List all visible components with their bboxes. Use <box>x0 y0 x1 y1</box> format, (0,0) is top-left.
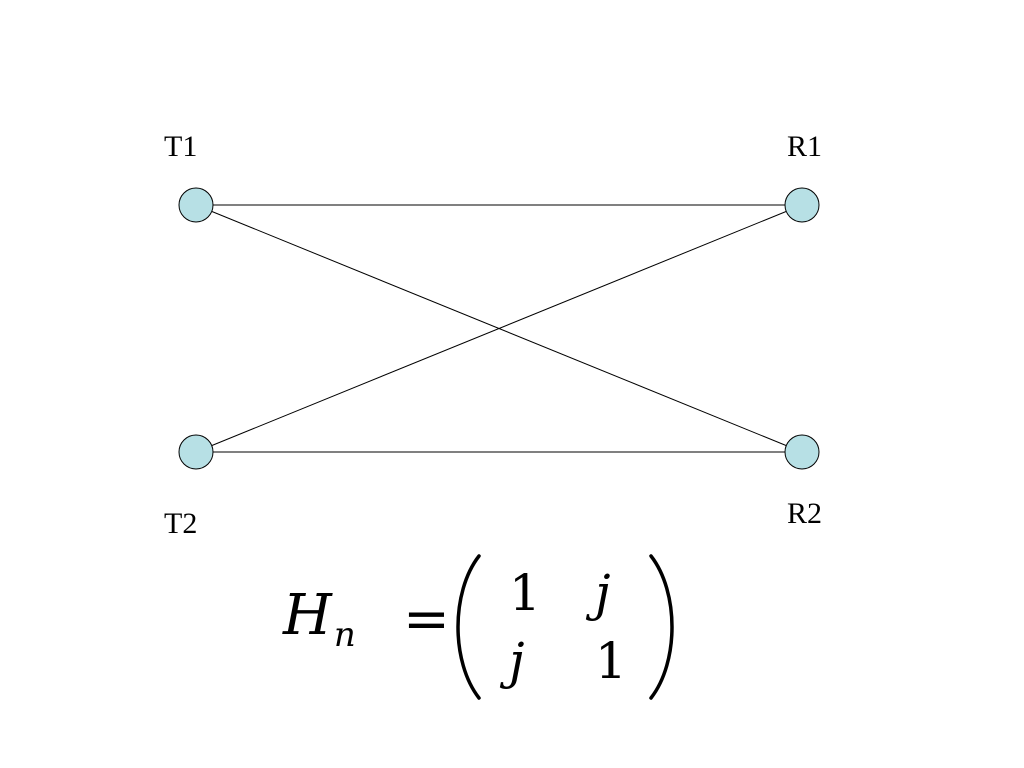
edge-t2-r1 <box>195 204 803 453</box>
label-t2: T2 <box>164 507 198 540</box>
channel-matrix-equation: Hn = 1 j j 1 <box>283 552 703 702</box>
label-r1: R1 <box>787 130 823 163</box>
matrix-subscript: n <box>333 615 356 655</box>
node-t1 <box>178 187 214 223</box>
node-t2 <box>178 434 214 470</box>
label-t1: T1 <box>164 130 198 163</box>
label-r2: R2 <box>787 497 823 530</box>
left-paren <box>456 554 481 700</box>
matrix-cell-1-2: j <box>595 564 611 622</box>
node-r1 <box>784 187 820 223</box>
matrix-symbol: Hn <box>283 588 356 653</box>
matrix-symbol-letter: H <box>283 583 332 648</box>
matrix-cell-2-1: j <box>509 632 525 690</box>
matrix-cell-2-2: 1 <box>595 632 627 690</box>
node-r2 <box>784 434 820 470</box>
equals-sign: = <box>403 587 450 652</box>
right-paren <box>649 554 674 700</box>
matrix-cell-1-1: 1 <box>509 564 541 622</box>
